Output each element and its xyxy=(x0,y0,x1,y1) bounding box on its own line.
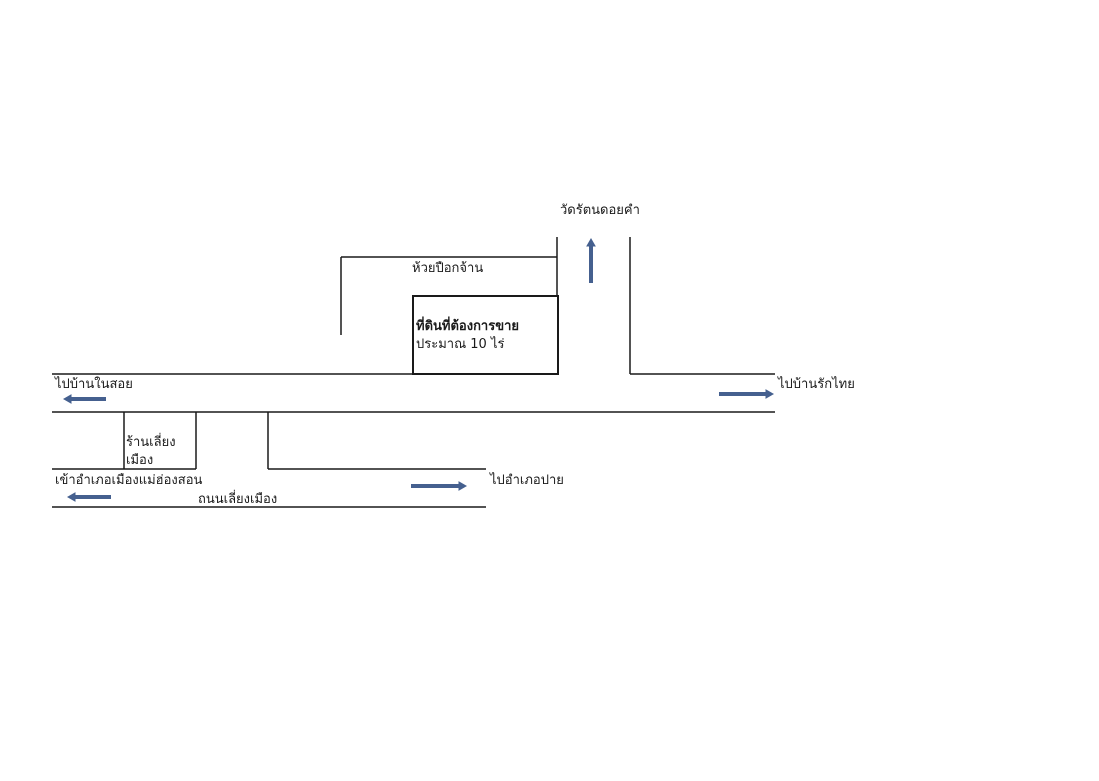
arrow-right-icon xyxy=(411,481,468,491)
shop-label-line1: ร้านเลี่ยง xyxy=(126,435,176,450)
arrow-left-icon xyxy=(66,492,111,502)
arrow-left-icon xyxy=(62,394,106,404)
label-to-pai: ไปอำเภอปาย xyxy=(490,473,564,488)
land-title: ที่ดินที่ต้องการขาย xyxy=(416,319,520,334)
stream-label: ห้วยปือกจ้าน xyxy=(412,261,484,276)
label-to-ban-nai-soi: ไปบ้านในสอย xyxy=(55,377,133,392)
label-to-ban-rak-thai: ไปบ้านรักไทย xyxy=(778,377,855,392)
label-to-mae-hong-son: เข้าอำเภอเมืองแม่ฮ่องสอน xyxy=(55,473,203,488)
arrow-up-icon xyxy=(586,237,596,283)
arrow-right-icon xyxy=(719,389,775,399)
shop-label: ร้านเลี่ยง เมือง xyxy=(126,434,194,470)
bypass-road-label: ถนนเลี่ยงเมือง xyxy=(198,492,278,507)
temple-label: วัดรัตนดอยคำ xyxy=(560,203,640,218)
land-plot-box xyxy=(412,295,559,375)
land-plot-label: ที่ดินที่ต้องการขาย ประมาณ 10 ไร่ xyxy=(416,318,556,354)
shop-label-line2: เมือง xyxy=(126,453,154,468)
land-area: ประมาณ 10 ไร่ xyxy=(416,337,505,352)
